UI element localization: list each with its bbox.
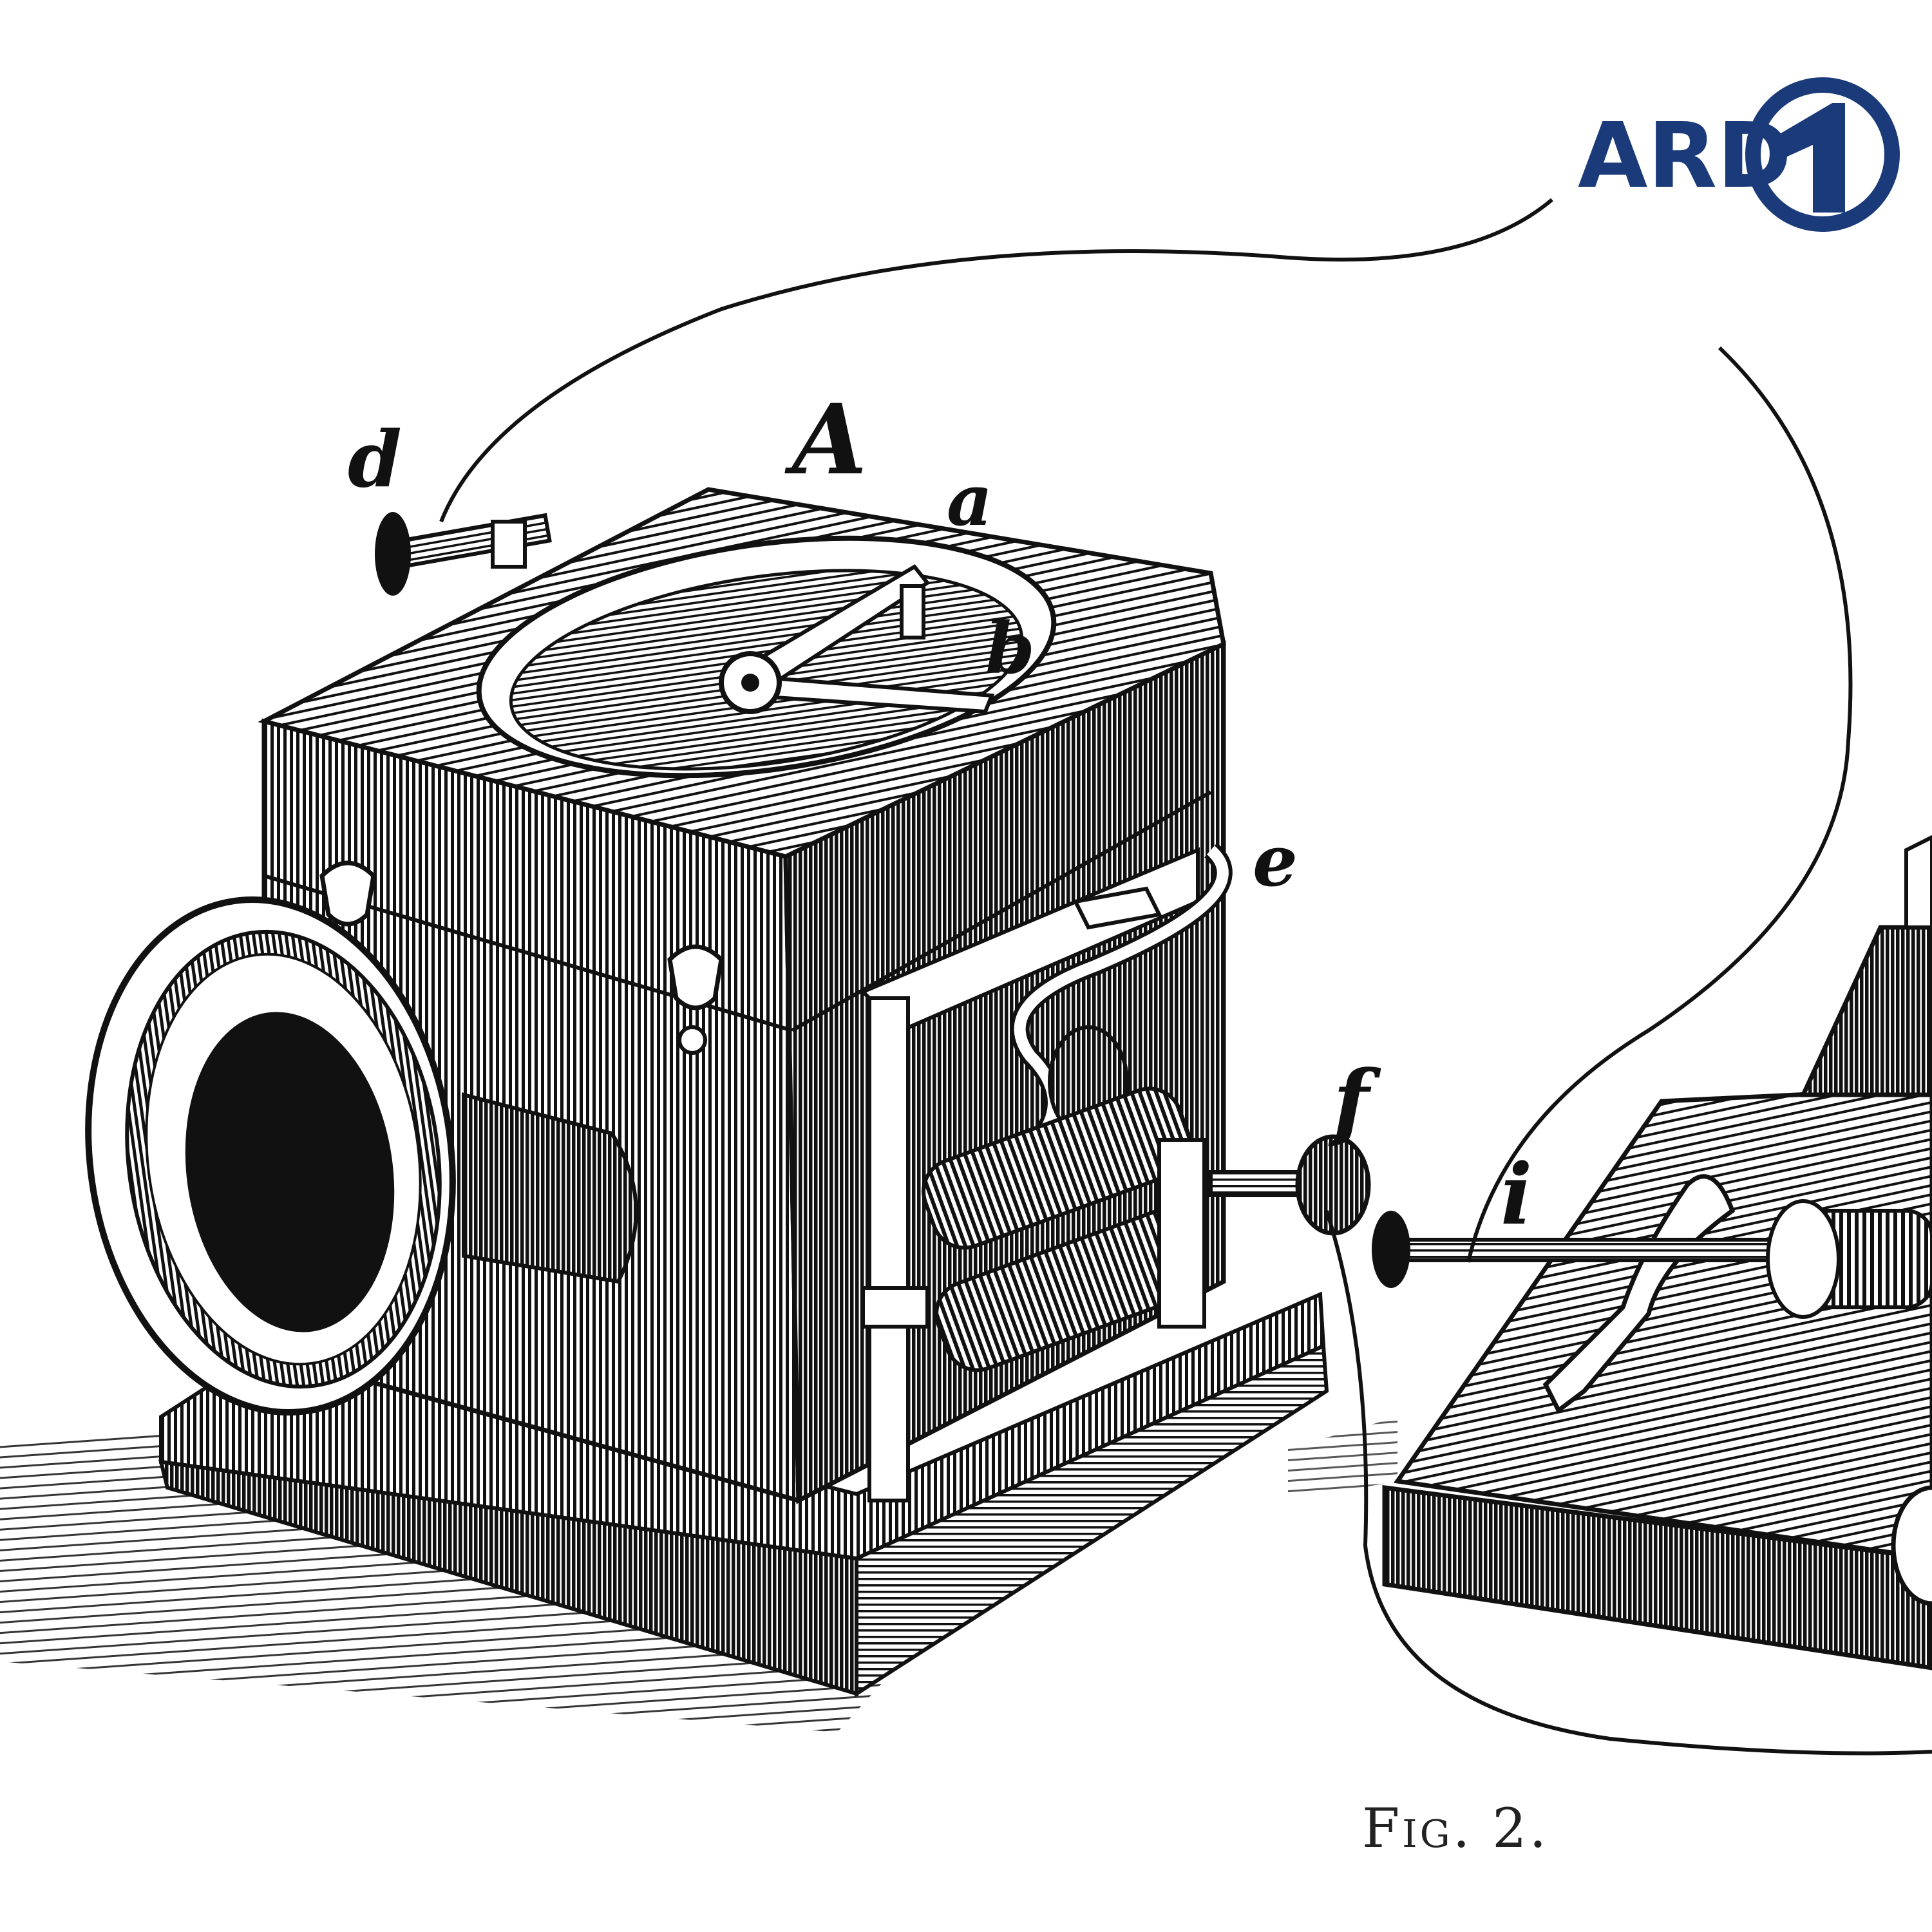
ard-logo: ARD xyxy=(1578,77,1900,232)
second-device xyxy=(1372,835,1932,1671)
label-e: e xyxy=(1253,819,1298,902)
label-a: a xyxy=(947,459,992,542)
terminal-d xyxy=(375,512,552,596)
top-dial xyxy=(476,535,1057,779)
label-d: d xyxy=(348,414,402,505)
label-b: b xyxy=(985,607,1035,690)
wires xyxy=(439,198,1932,1756)
label-f: f xyxy=(1328,1052,1381,1150)
box-base xyxy=(158,1291,1329,1698)
coil-mechanism xyxy=(859,842,1233,1502)
figure-caption: Fig. 2. xyxy=(1362,1797,1549,1860)
mouthpiece xyxy=(85,860,724,1416)
label-A: A xyxy=(784,383,867,497)
figure-labels: A a b d e f i xyxy=(348,383,1532,1244)
label-i: i xyxy=(1501,1145,1532,1244)
terminal-f xyxy=(1209,1134,1371,1236)
